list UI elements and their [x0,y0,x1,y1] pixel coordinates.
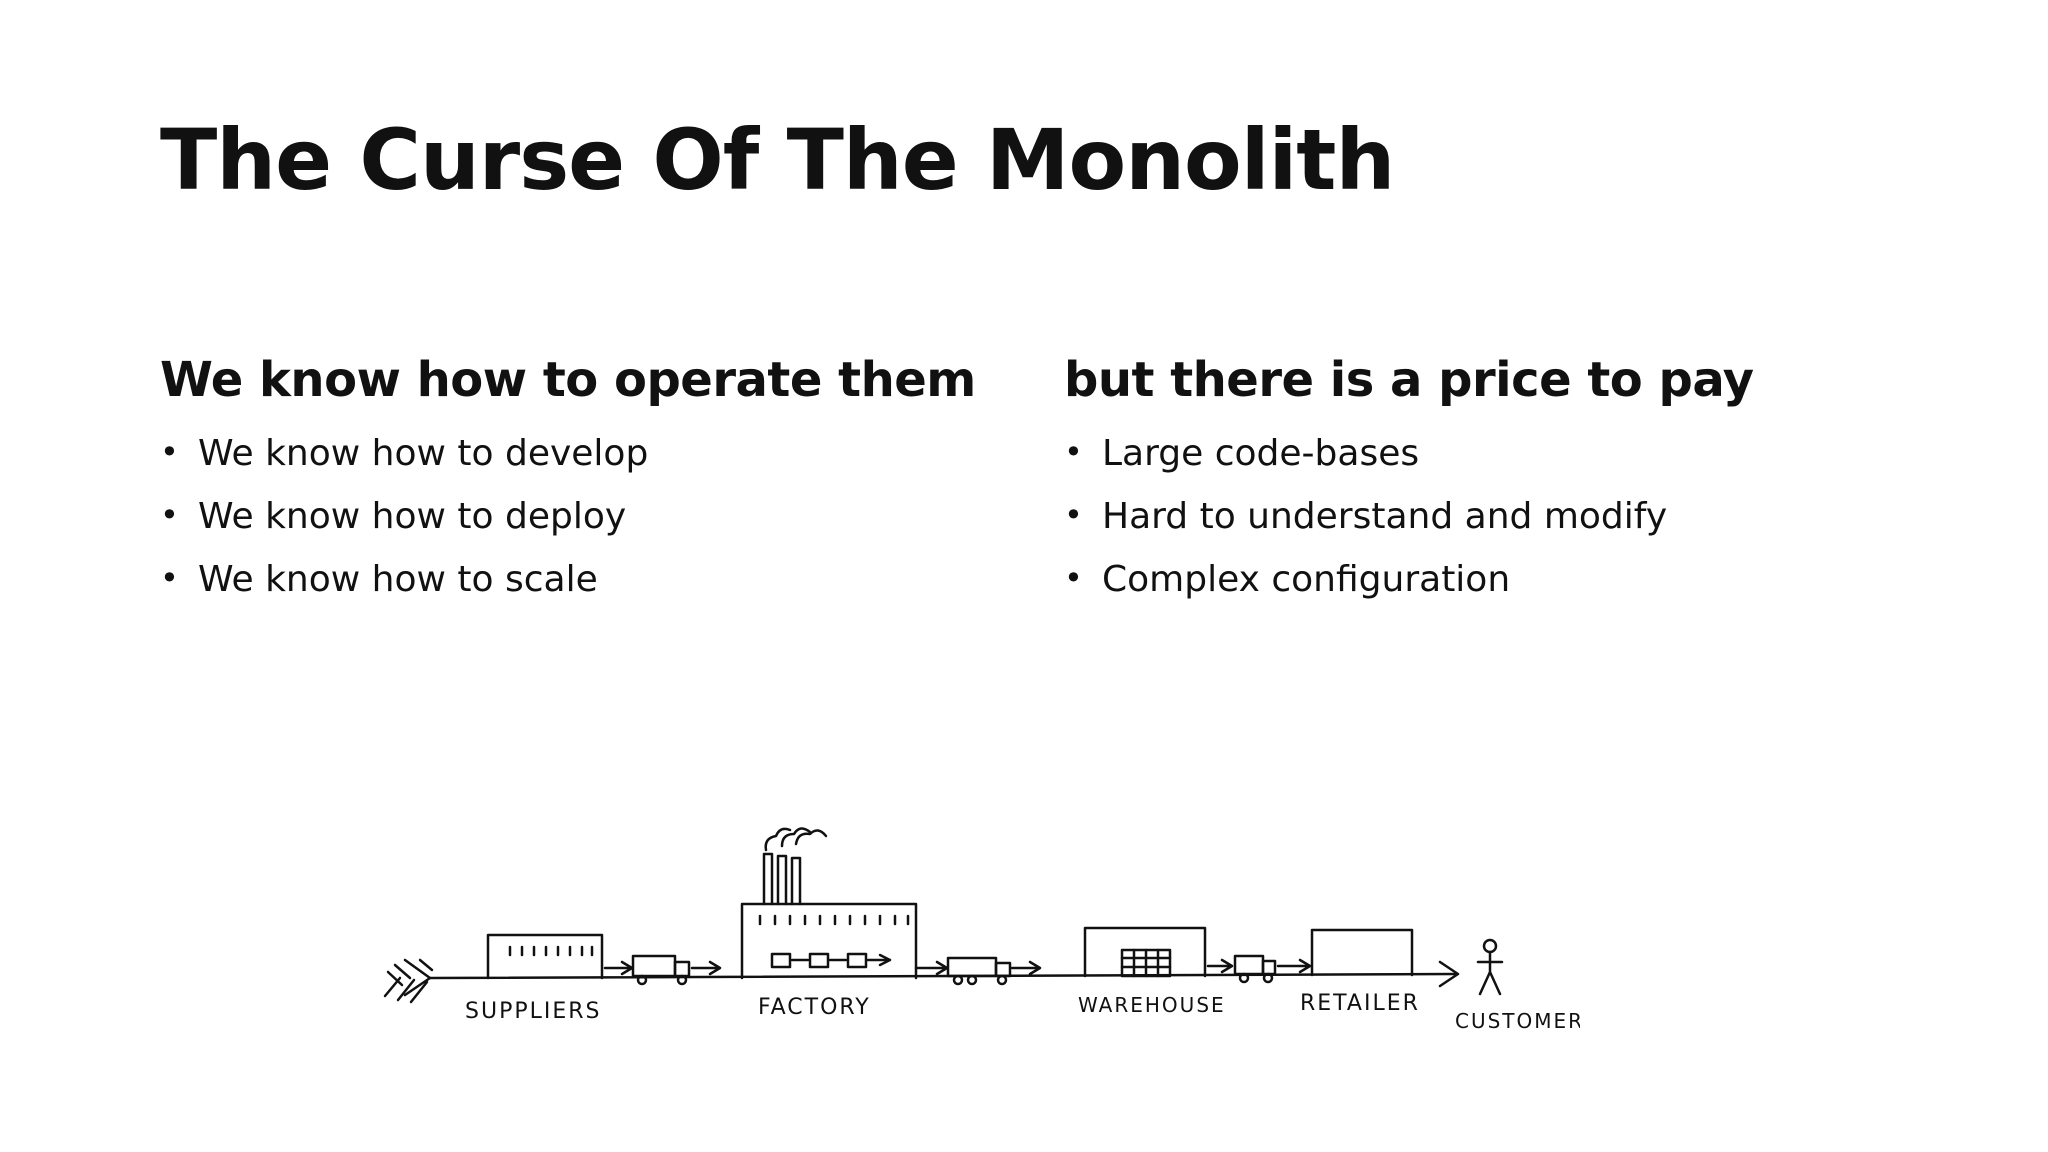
right-heading: but there is a price to pay [1064,352,1754,408]
warehouse-building-icon [1083,926,1207,978]
list-item: Hard to understand and modify [1064,499,1904,562]
right-column: but there is a price to pay Large code-b… [1064,356,1904,625]
customer-figure-icon [1476,938,1504,996]
left-heading: We know how to operate them [160,352,976,408]
list-item: Complex configuration [1064,562,1904,625]
factory-building-icon [740,827,918,980]
supply-chain-sketch: SUPPLIERS FACTORY WAREHOUSE RETAILER CUS… [383,827,1580,1033]
right-bullet-list: Large code-bases Hard to understand and … [1064,436,1904,625]
truck-icon [631,954,691,986]
suppliers-label: SUPPLIERS [465,999,602,1024]
list-item: Large code-bases [1064,436,1904,499]
truck-icon [1233,954,1277,984]
left-bullet-list: We know how to develop We know how to de… [160,436,1000,625]
list-item: We know how to scale [160,562,1000,625]
factory-label: FACTORY [758,995,871,1020]
flow-line [428,972,1457,980]
tail-feathers-icon [383,958,434,1004]
retailer-label: RETAILER [1300,991,1420,1016]
customer-label: CUSTOMER [1455,1009,1580,1033]
suppliers-building-icon [486,933,604,980]
left-column: We know how to operate them We know how … [160,356,1000,625]
slide-title: The Curse Of The Monolith [160,111,1395,209]
truck-icon [946,956,1012,986]
list-item: We know how to develop [160,436,1000,499]
retailer-building-icon [1310,928,1414,977]
flow-arrowhead-icon [1438,960,1460,988]
list-item: We know how to deploy [160,499,1000,562]
warehouse-label: WAREHOUSE [1078,993,1226,1017]
